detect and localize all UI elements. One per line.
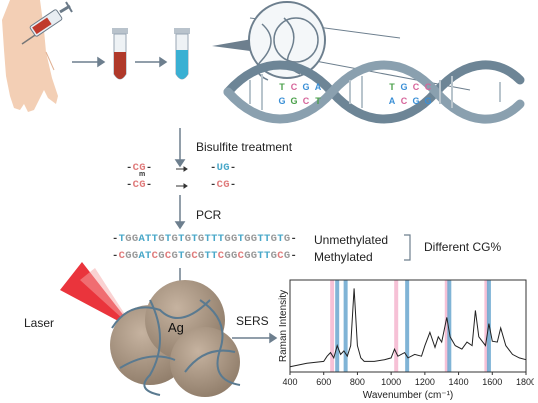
svg-text:G: G (400, 82, 407, 92)
laser-beam (60, 262, 135, 330)
arm-illustration (2, 0, 58, 112)
unmethylated-label: Unmethylated (314, 233, 389, 247)
svg-text:C: C (303, 96, 310, 106)
group-bracket (404, 234, 411, 261)
dna-tube-icon (174, 28, 190, 80)
svg-text:C: C (413, 82, 420, 92)
sers-label: SERS (236, 314, 269, 328)
x-axis-label: Wavenumber (cm⁻¹) (363, 390, 453, 401)
highlight-band-4 (405, 280, 410, 372)
chart-frame (289, 279, 527, 373)
x-tick-label: 1000 (381, 377, 401, 387)
y-axis-label: Raman Intensity (278, 290, 289, 362)
unmethylated-sequence: -TGGATTGTGTGTGTTTGGTGGTTGTG- (112, 233, 298, 245)
bisulfite-row-2-after: -CG- (210, 179, 237, 191)
x-tick-label: 1600 (482, 377, 502, 387)
svg-text:G: G (424, 96, 431, 106)
x-tick-label: 1400 (449, 377, 469, 387)
svg-text:G: G (302, 82, 309, 92)
x-tick-label: 1800 (516, 377, 534, 387)
bisulfite-treatment-label: Bisulfite treatment (196, 140, 293, 154)
svg-text:T: T (315, 96, 321, 106)
svg-text:G: G (278, 96, 285, 106)
methylated-sequence: -CGGATCGCGTGCGTTCGGCGGTTGCG- (112, 250, 298, 262)
svg-text:T: T (279, 82, 285, 92)
syringe-illustration (21, 1, 73, 45)
highlight-band-5 (444, 280, 449, 372)
different-cg-label: Different CG% (424, 240, 502, 254)
svg-text:G: G (412, 96, 419, 106)
highlight-band-6 (447, 280, 452, 372)
highlight-band-3 (394, 280, 399, 372)
ag-label: Ag (168, 320, 184, 335)
methylated-label: Methylated (314, 250, 373, 264)
svg-text:G: G (290, 96, 297, 106)
laser-label: Laser (24, 316, 55, 330)
ag-nanoparticles (110, 280, 241, 397)
raman-chart: 400 600 800 1000 1200 1400 1600 1800 Raman Inte… (278, 279, 534, 401)
svg-text:A: A (389, 96, 396, 106)
x-tick-label: 800 (350, 377, 365, 387)
svg-text:A: A (315, 82, 322, 92)
raman-spectrum-line (289, 288, 527, 368)
svg-text:C: C (291, 82, 298, 92)
x-tick-label: 600 (316, 377, 331, 387)
x-tick-label: 400 (282, 377, 297, 387)
pcr-label: PCR (196, 208, 222, 222)
svg-text:T: T (389, 82, 395, 92)
bisulfite-row-1-after: -UG- (210, 162, 237, 174)
bisulfite-row-1-before: -CG- (126, 162, 153, 174)
blood-tube-icon (112, 28, 128, 80)
x-tick-label: 1200 (415, 377, 435, 387)
svg-text:C: C (401, 96, 408, 106)
svg-text:C: C (425, 82, 432, 92)
highlight-band-0 (330, 280, 335, 372)
bisulfite-row-2-before: -CG- (126, 179, 153, 191)
methyl-mark: m (139, 171, 146, 178)
conversion-arrows (176, 166, 188, 189)
highlight-band-2 (343, 280, 348, 372)
highlight-band-7 (484, 280, 489, 372)
highlight-band-1 (335, 280, 340, 372)
